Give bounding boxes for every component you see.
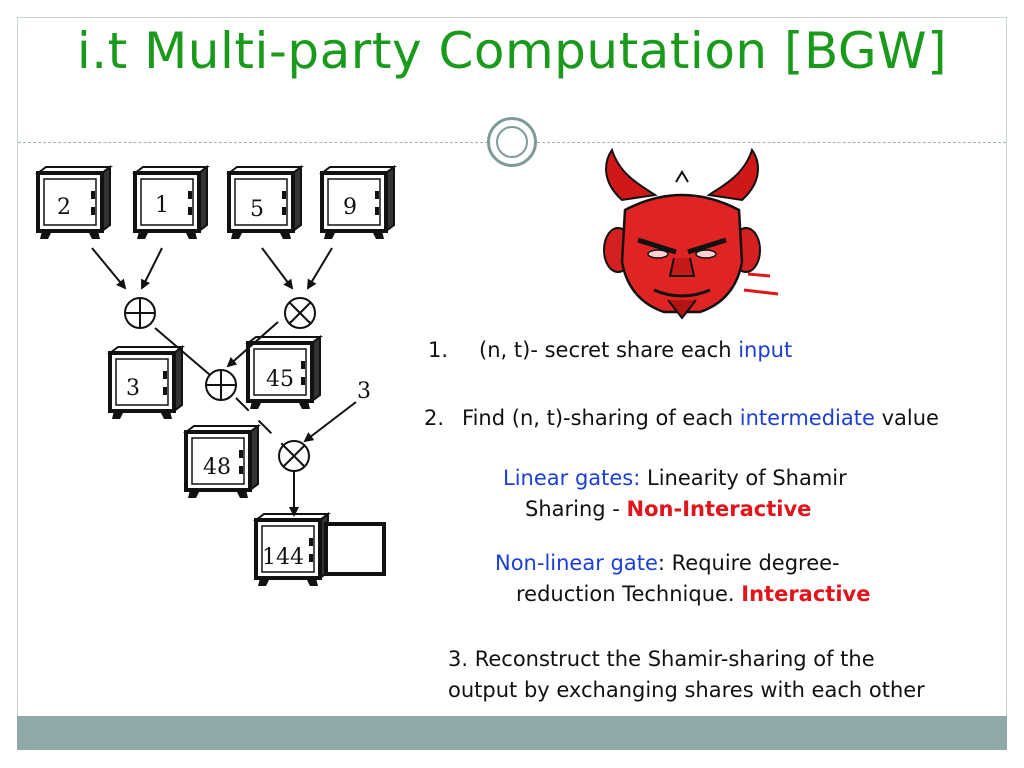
nonlinear-gate-label: Non-linear gate	[495, 551, 658, 575]
step-1: 1. (n, t)- secret share each input	[428, 338, 792, 362]
add-gate-2	[205, 369, 237, 401]
linear-gates-text: Linearity of Shamir	[640, 466, 847, 490]
mul-gate-1	[284, 297, 316, 329]
divider-left	[18, 142, 488, 143]
input-value-3: 5	[250, 197, 264, 222]
divider-circle-icon	[487, 117, 537, 167]
input-safe-4	[320, 165, 396, 241]
divider-right	[537, 142, 1006, 143]
add-result-value: 3	[126, 376, 140, 401]
linear-gates-label: Linear gates:	[503, 466, 641, 490]
linear-gates-line2-text: Sharing -	[525, 497, 627, 521]
nonlinear-gate-line-2: reduction Technique. Interactive	[516, 582, 870, 606]
interactive-tag: Interactive	[741, 582, 871, 606]
mul-result-value: 45	[266, 367, 294, 392]
nonlinear-gate-line-1: Non-linear gate: Require degree-	[495, 551, 840, 575]
input-safe-1	[36, 165, 112, 241]
devil-head-icon	[603, 147, 779, 320]
step-2-highlight: intermediate	[739, 406, 875, 430]
open-door	[324, 522, 386, 576]
input-value-4: 9	[343, 195, 357, 220]
nonlinear-gate-line2-text: reduction Technique.	[516, 582, 742, 606]
mul-gate-2	[278, 440, 310, 472]
footer-band	[17, 716, 1007, 750]
step-1-number: 1.	[428, 338, 449, 362]
linear-gates-line-2: Sharing - Non-Interactive	[525, 497, 811, 521]
linear-gates-line-1: Linear gates: Linearity of Shamir	[503, 466, 847, 490]
step-2: 2. Find (n, t)-sharing of each intermedia…	[424, 406, 939, 430]
second-add-result-value: 48	[203, 455, 231, 480]
constant-value: 3	[357, 379, 371, 404]
step-2-number: 2.	[424, 406, 445, 430]
add-gate-1	[124, 297, 156, 329]
input-value-1: 2	[57, 195, 71, 220]
output-value: 144	[262, 545, 304, 570]
non-interactive-tag: Non-Interactive	[626, 497, 812, 521]
input-value-2: 1	[155, 193, 169, 218]
add-result-safe	[108, 345, 184, 421]
step-2-text-post: value	[874, 406, 939, 430]
slide-title: i.t Multi-party Computation [BGW]	[76, 22, 948, 80]
step-1-highlight: input	[738, 338, 793, 362]
nonlinear-gate-text: Require degree-	[664, 551, 840, 575]
step-3-line-2: output by exchanging shares with each ot…	[448, 678, 925, 702]
step-3-line-1: 3. Reconstruct the Shamir-sharing of the	[448, 647, 875, 671]
input-safe-3	[227, 165, 303, 241]
step-2-text: Find (n, t)-sharing of each	[462, 406, 740, 430]
input-safe-2	[133, 165, 209, 241]
nonlinear-gate-colon: :	[657, 551, 665, 575]
step-1-text: (n, t)- secret share each	[479, 338, 739, 362]
